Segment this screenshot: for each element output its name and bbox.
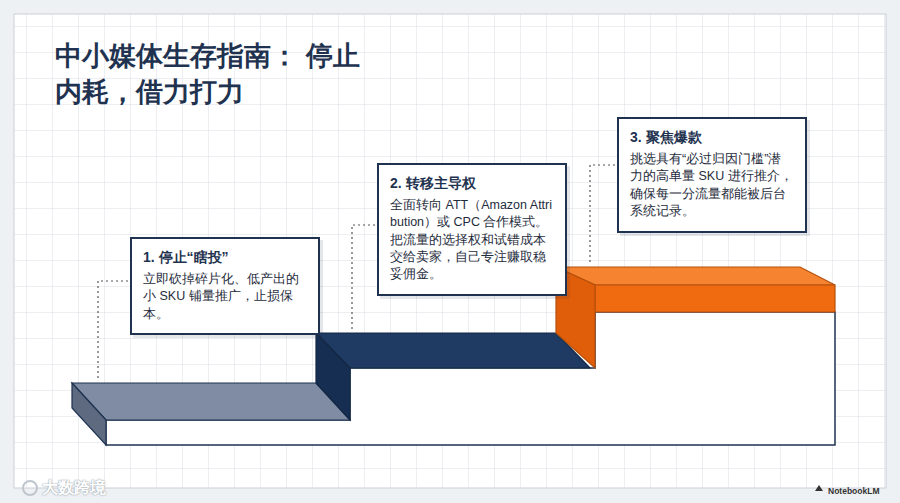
step-description: 挑选具有“必过归因门槛”潜力的高单量 SKU 进行推介，确保每一分流量都能被后台… — [630, 151, 794, 220]
leader-line — [352, 225, 375, 331]
step-orange-front — [595, 285, 835, 312]
slide-title: 中小媒体生存指南： 停止内耗，借力打力 — [55, 38, 385, 111]
step-navy — [316, 333, 590, 368]
step-heading: 1. 停止“瞎投” — [143, 248, 307, 266]
step-gray-side — [72, 383, 106, 445]
step-orange — [556, 267, 835, 285]
step-heading: 2. 转移主导权 — [390, 174, 554, 192]
step-callout-box: 2. 转移主导权全面转向 ATT（Amazon Attribution）或 CP… — [377, 163, 567, 296]
leader-line — [590, 165, 615, 265]
watermark-icon — [23, 481, 37, 495]
notebooklm-icon — [815, 485, 823, 491]
step-description: 立即砍掉碎片化、低产出的小 SKU 铺量推广，止损保本。 — [143, 271, 307, 323]
brand-mark: NotebookLM — [828, 486, 879, 496]
step-callout-box: 3. 聚焦爆款挑选具有“必过归因门槛”潜力的高单量 SKU 进行推介，确保每一分… — [617, 117, 807, 233]
step-description: 全面转向 ATT（Amazon Attribution）或 CPC 合作模式。把… — [390, 197, 554, 283]
step-navy-riser — [316, 333, 350, 420]
grid — [14, 14, 886, 488]
step-heading: 3. 聚焦爆款 — [630, 128, 794, 146]
panel — [14, 14, 886, 488]
step-callout-box: 1. 停止“瞎投” 立即砍掉碎片化、低产出的小 SKU 铺量推广，止损保本。 — [130, 237, 320, 335]
watermark: 大数跨境 — [42, 478, 106, 499]
leader-line — [98, 281, 128, 381]
step-gray — [72, 383, 350, 420]
